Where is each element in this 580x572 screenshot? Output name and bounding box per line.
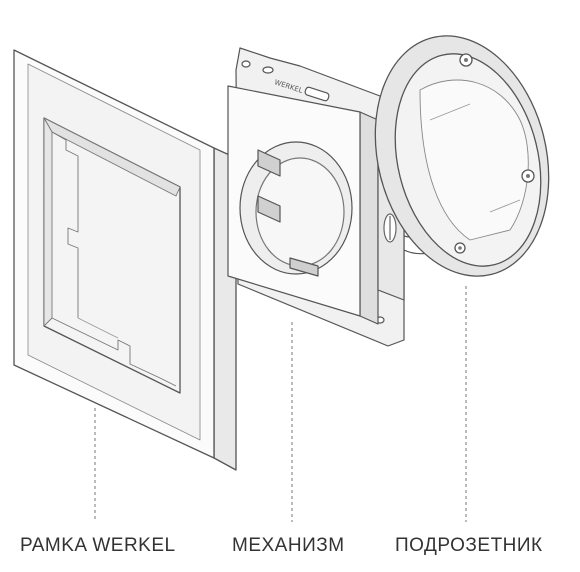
mounting-box-illustration	[374, 35, 550, 277]
caption-mounting-box: ПОДРОЗЕТНИК	[395, 535, 543, 556]
caption-frame: PAMKA WERKEL	[20, 535, 176, 556]
caption-mechanism: МЕХАНИЗМ	[232, 535, 345, 556]
frame-illustration	[13, 49, 237, 471]
leader-lines	[94, 286, 467, 522]
mechanism-illustration: WERKEL	[227, 47, 405, 347]
